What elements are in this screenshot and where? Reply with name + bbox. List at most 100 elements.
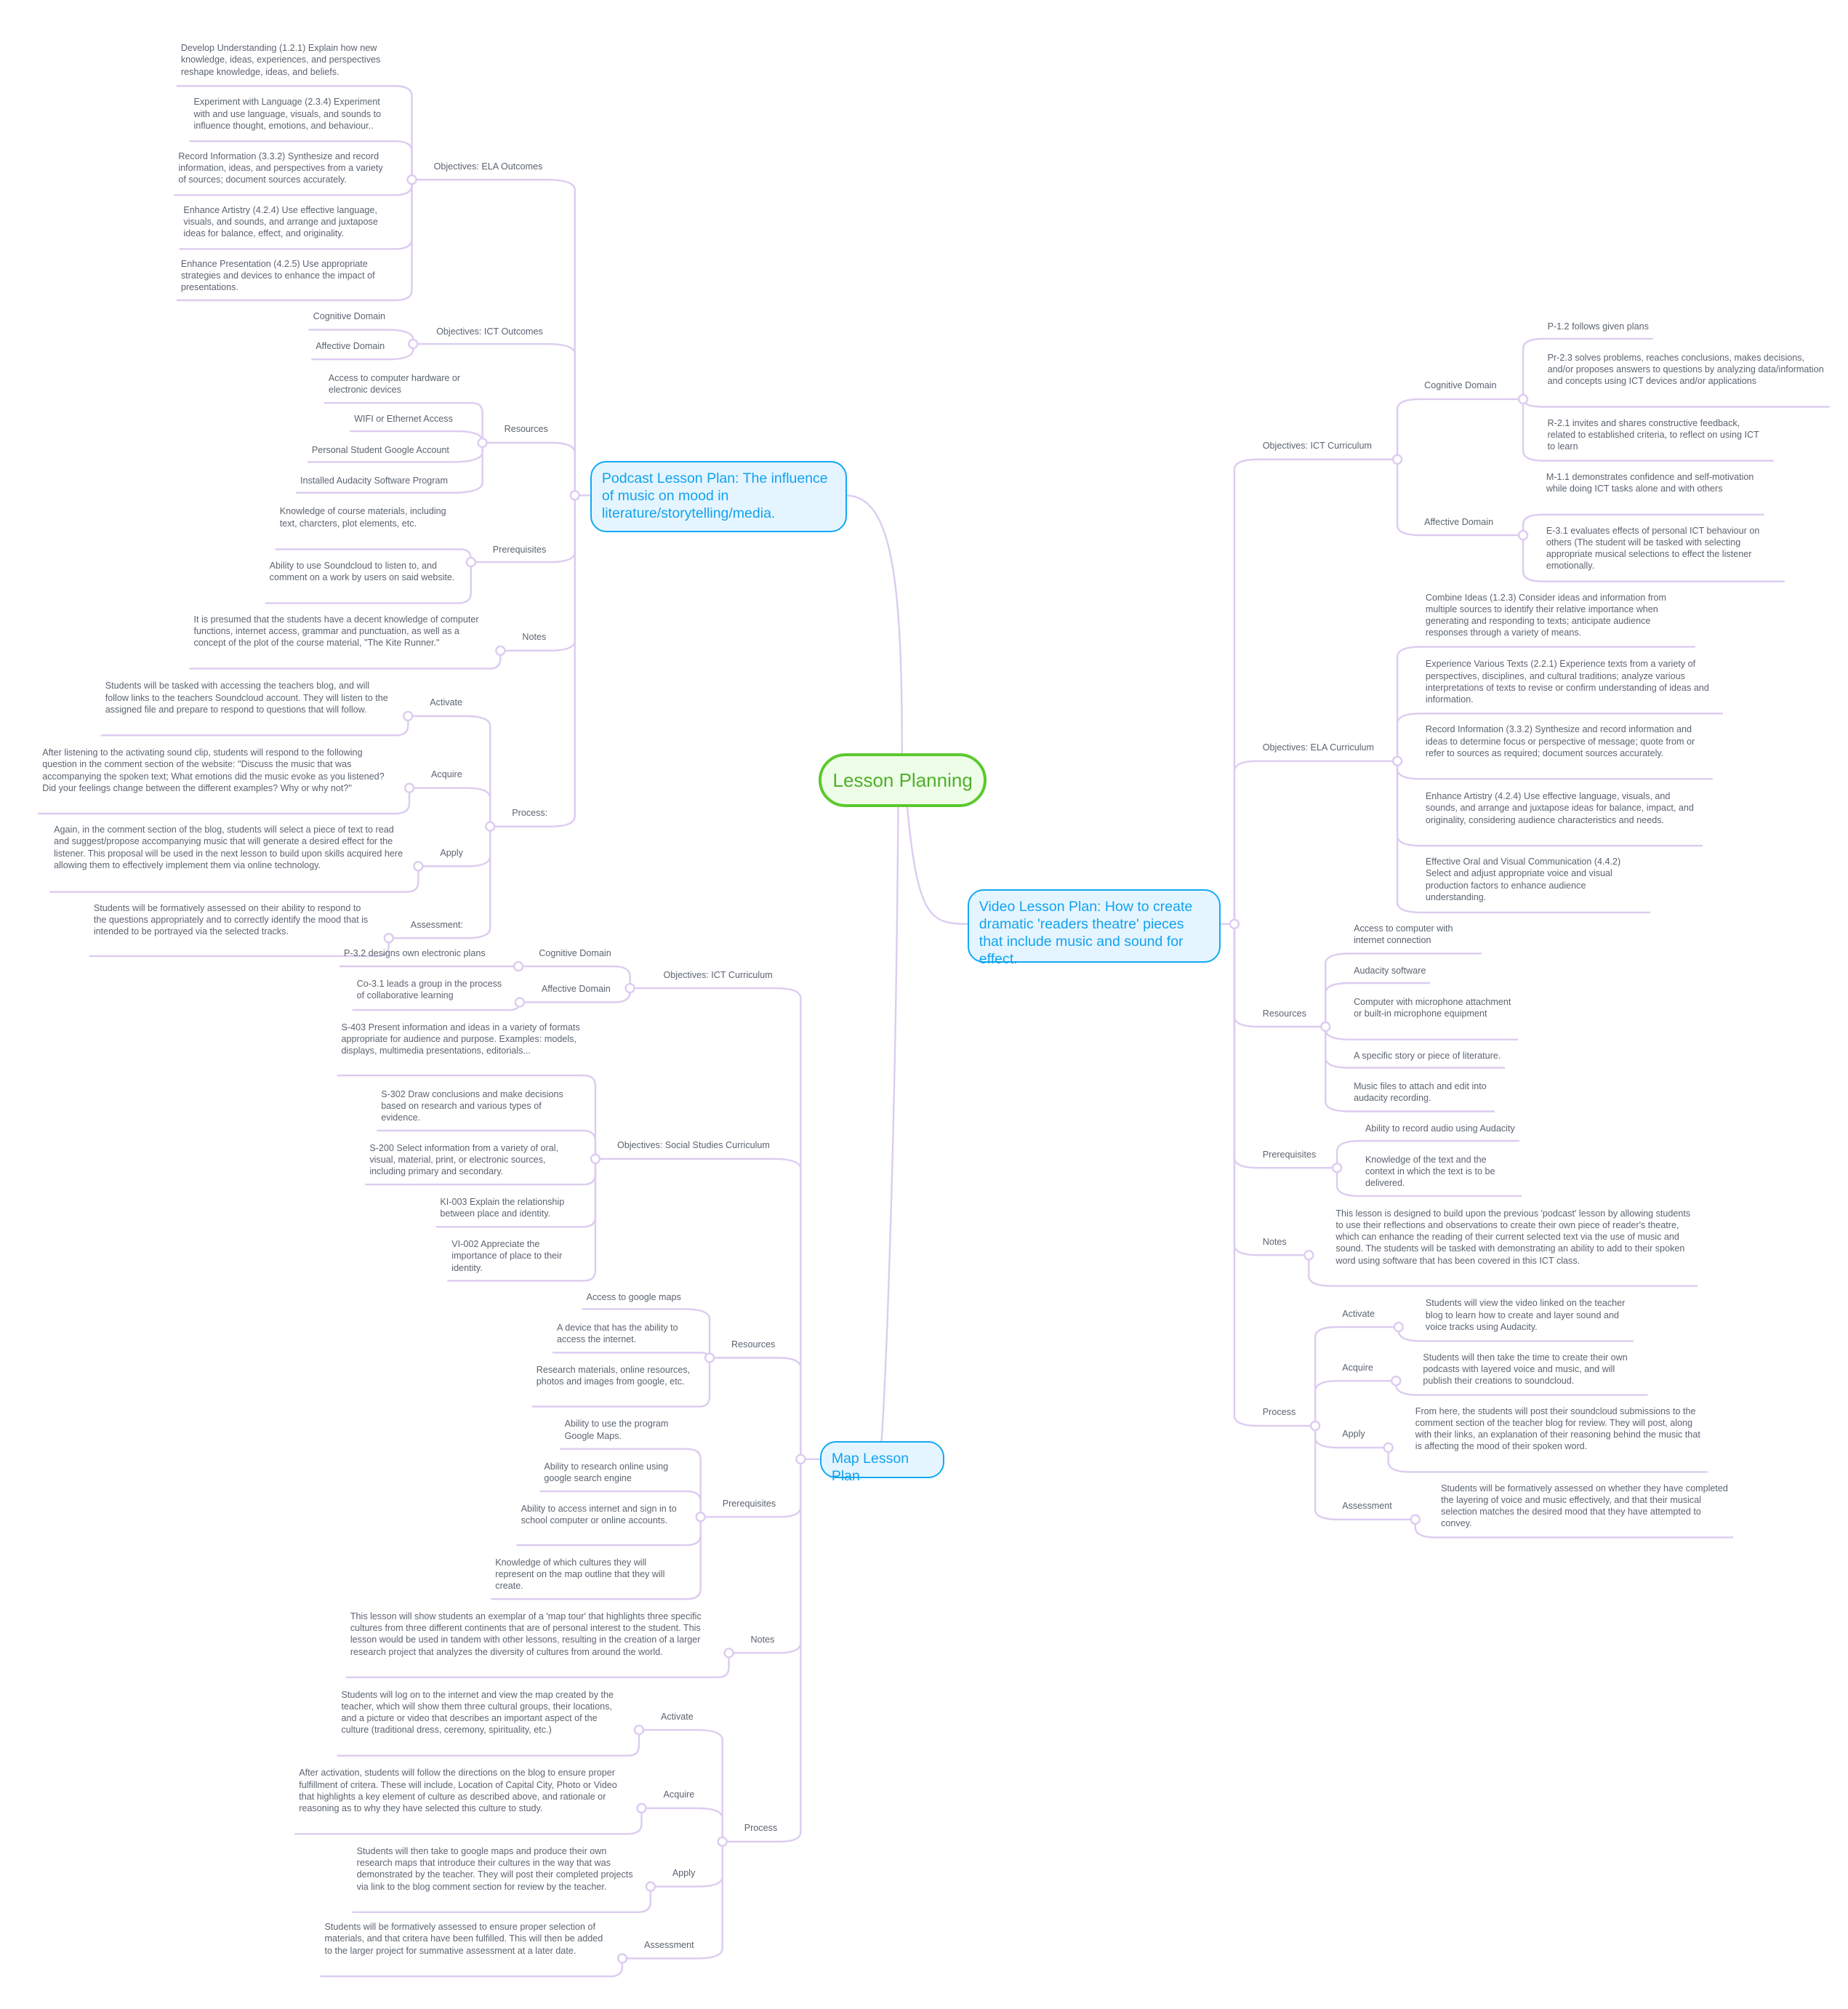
collapse-toggle-2-1[interactable] — [590, 1153, 601, 1164]
collapse-toggle-0-3[interactable] — [465, 556, 476, 568]
leaf-node-2-1-2[interactable]: S-200 Select information from a variety … — [369, 1142, 558, 1177]
topic-node-1-4[interactable]: Notes — [1262, 1236, 1287, 1247]
topic-node-2-3[interactable]: Prerequisites — [722, 1498, 776, 1509]
topic-node-0-2[interactable]: Resources — [504, 424, 548, 435]
topic-node-2-0[interactable]: Objectives: ICT Curriculum — [663, 969, 773, 980]
leaf-node-1-5-0-0[interactable]: Students will view the video linked on t… — [1425, 1298, 1626, 1332]
leaf-node-1-1-0[interactable]: Combine Ideas (1.2.3) Consider ideas and… — [1425, 592, 1667, 638]
collapse-toggle-1-2[interactable] — [1320, 1021, 1331, 1032]
topic-node-1-2[interactable]: Resources — [1262, 1008, 1306, 1019]
topic-node-1-0-1[interactable]: Affective Domain — [1424, 516, 1494, 527]
leaf-node-2-3-2[interactable]: Ability to access internet and sign in t… — [521, 1503, 677, 1526]
leaf-node-2-0-0-0[interactable]: P-3.2 designs own electronic plans — [344, 947, 486, 958]
leaf-node-1-2-3[interactable]: A specific story or piece of literature. — [1354, 1050, 1501, 1061]
leaf-node-0-2-2[interactable]: Personal Student Google Account — [311, 444, 449, 455]
leaf-node-0-0-2[interactable]: Record Information (3.3.2) Synthesize an… — [178, 151, 383, 185]
collapse-toggle-0-5-1[interactable] — [403, 782, 415, 793]
collapse-toggle-1-5-3[interactable] — [1410, 1514, 1421, 1525]
leaf-node-0-2-1[interactable]: WIFI or Ethernet Access — [354, 414, 453, 425]
collapse-toggle-2-5-2[interactable] — [645, 1881, 656, 1892]
leaf-node-1-3-0[interactable]: Ability to record audio using Audacity — [1365, 1123, 1515, 1134]
leaf-node-0-1-0[interactable]: Cognitive Domain — [313, 311, 386, 322]
leaf-node-0-0-4[interactable]: Enhance Presentation (4.2.5) Use appropr… — [180, 258, 375, 293]
leaf-node-1-5-3-0[interactable]: Students will be formatively assessed on… — [1441, 1483, 1728, 1529]
collapse-toggle-1-0-1[interactable] — [1517, 529, 1529, 541]
topic-node-0-5-3[interactable]: Assessment: — [410, 919, 463, 930]
leaf-node-1-1-3[interactable]: Enhance Artistry (4.2.4) Use effective l… — [1425, 791, 1694, 825]
collapse-toggle-2-5-0[interactable] — [633, 1725, 645, 1736]
leaf-node-0-5-0-0[interactable]: Students will be tasked with accessing t… — [105, 681, 388, 715]
topic-node-2-5[interactable]: Process — [744, 1823, 778, 1834]
collapse-toggle-video[interactable] — [1229, 918, 1240, 930]
leaf-node-1-1-2[interactable]: Record Information (3.3.2) Synthesize an… — [1425, 724, 1695, 758]
topic-node-2-0-0[interactable]: Cognitive Domain — [539, 947, 611, 958]
topic-node-1-5-1[interactable]: Acquire — [1342, 1362, 1373, 1373]
collapse-toggle-1-0[interactable] — [1391, 454, 1403, 465]
leaf-node-0-5-3-0[interactable]: Students will be formatively assessed on… — [93, 902, 369, 937]
leaf-node-0-2-3[interactable]: Installed Audacity Software Program — [300, 476, 449, 486]
topic-node-0-1[interactable]: Objectives: ICT Outcomes — [436, 326, 543, 337]
leaf-node-1-2-0[interactable]: Access to computer with internet connect… — [1354, 923, 1453, 946]
leaf-node-0-0-3[interactable]: Enhance Artistry (4.2.4) Use effective l… — [183, 204, 378, 239]
leaf-node-2-3-1[interactable]: Ability to research online using google … — [544, 1461, 669, 1483]
leaf-node-1-4-0[interactable]: This lesson is designed to build upon th… — [1335, 1208, 1691, 1266]
leaf-node-1-3-1[interactable]: Knowledge of the text and the context in… — [1365, 1154, 1495, 1189]
leaf-node-2-3-3[interactable]: Knowledge of which cultures they will re… — [495, 1557, 665, 1592]
collapse-toggle-2-5-1[interactable] — [636, 1803, 647, 1814]
collapse-toggle-2-4[interactable] — [723, 1648, 734, 1659]
leaf-node-2-2-1[interactable]: A device that has the ability to access … — [557, 1322, 678, 1345]
collapse-toggle-0-1[interactable] — [408, 338, 419, 350]
leaf-node-2-1-1[interactable]: S-302 Draw conclusions and make decision… — [381, 1088, 563, 1123]
leaf-node-2-5-0-0[interactable]: Students will log on to the internet and… — [341, 1689, 614, 1736]
root-topic-lesson-planning[interactable]: Lesson Planning — [819, 753, 987, 808]
leaf-node-2-2-2[interactable]: Research materials, online resources, ph… — [536, 1365, 691, 1387]
collapse-toggle-0-2[interactable] — [477, 437, 488, 449]
leaf-node-1-1-4[interactable]: Effective Oral and Visual Communication … — [1425, 857, 1621, 902]
leaf-node-0-5-2-0[interactable]: Again, in the comment section of the blo… — [54, 825, 403, 870]
leaf-node-1-1-1[interactable]: Experience Various Texts (2.2.1) Experie… — [1425, 659, 1709, 705]
topic-node-2-4[interactable]: Notes — [750, 1634, 775, 1645]
leaf-node-0-2-0[interactable]: Access to computer hardware or electroni… — [328, 372, 461, 396]
collapse-toggle-1-5-0[interactable] — [1393, 1321, 1405, 1333]
leaf-node-1-0-0-0[interactable]: P-1.2 follows given plans — [1547, 321, 1649, 332]
topic-node-0-3[interactable]: Prerequisites — [492, 545, 547, 556]
topic-node-0-5-0[interactable]: Activate — [430, 697, 463, 708]
collapse-toggle-0-5-0[interactable] — [403, 710, 414, 722]
leaf-node-0-3-0[interactable]: Knowledge of course materials, including… — [279, 506, 446, 529]
collapse-toggle-1-1[interactable] — [1391, 755, 1403, 766]
topic-node-1-5[interactable]: Process — [1262, 1407, 1296, 1418]
branch-map-lesson-plan[interactable]: Map Lesson Plan — [819, 1441, 945, 1484]
collapse-toggle-1-3[interactable] — [1331, 1162, 1343, 1174]
leaf-node-2-4-0[interactable]: This lesson will show students an exempl… — [350, 1611, 702, 1657]
topic-node-1-1[interactable]: Objectives: ELA Curriculum — [1262, 742, 1375, 753]
branch-video-lesson-plan[interactable]: Video Lesson Plan: How to create dramati… — [967, 889, 1221, 967]
leaf-node-2-5-1-0[interactable]: After activation, students will follow t… — [299, 1768, 617, 1813]
collapse-toggle-2-2[interactable] — [704, 1352, 715, 1363]
collapse-toggle-1-0-0[interactable] — [1517, 393, 1529, 405]
topic-node-2-2[interactable]: Resources — [731, 1339, 776, 1350]
collapse-toggle-1-4[interactable] — [1303, 1249, 1314, 1261]
topic-node-1-5-2[interactable]: Apply — [1342, 1429, 1365, 1440]
leaf-node-2-3-0[interactable]: Ability to use the program Google Maps. — [564, 1419, 669, 1441]
topic-node-2-5-2[interactable]: Apply — [672, 1868, 696, 1879]
leaf-node-0-1-1[interactable]: Affective Domain — [316, 340, 385, 351]
leaf-node-0-0-0[interactable]: Develop Understanding (1.2.1) Explain ho… — [180, 43, 381, 77]
topic-node-1-0[interactable]: Objectives: ICT Curriculum — [1262, 441, 1372, 452]
collapse-toggle-map[interactable] — [795, 1453, 806, 1465]
leaf-node-1-0-1-0[interactable]: M-1.1 demonstrates confidence and self-m… — [1546, 471, 1754, 494]
topic-node-0-4[interactable]: Notes — [522, 632, 547, 643]
leaf-node-0-5-1-0[interactable]: After listening to the activating sound … — [42, 747, 385, 793]
leaf-node-2-0-1-0[interactable]: Co-3.1 leads a group in the process of c… — [356, 978, 502, 1001]
collapse-toggle-2-0-1[interactable] — [514, 997, 526, 1008]
collapse-toggle-2-0-0[interactable] — [513, 961, 524, 972]
leaf-node-2-5-2-0[interactable]: Students will then take to google maps a… — [356, 1846, 633, 1892]
leaf-node-2-5-3-0[interactable]: Students will be formatively assessed to… — [324, 1922, 603, 1956]
collapse-toggle-0-0[interactable] — [406, 174, 417, 185]
topic-node-0-5[interactable]: Process: — [512, 808, 548, 819]
collapse-toggle-0-5[interactable] — [485, 821, 496, 832]
collapse-toggle-2-5-3[interactable] — [616, 1953, 628, 1964]
collapse-toggle-2-0[interactable] — [624, 982, 635, 994]
topic-node-1-3[interactable]: Prerequisites — [1262, 1149, 1317, 1160]
topic-node-0-0[interactable]: Objectives: ELA Outcomes — [433, 161, 543, 172]
leaf-node-2-1-3[interactable]: KI-003 Explain the relationship between … — [440, 1196, 565, 1219]
